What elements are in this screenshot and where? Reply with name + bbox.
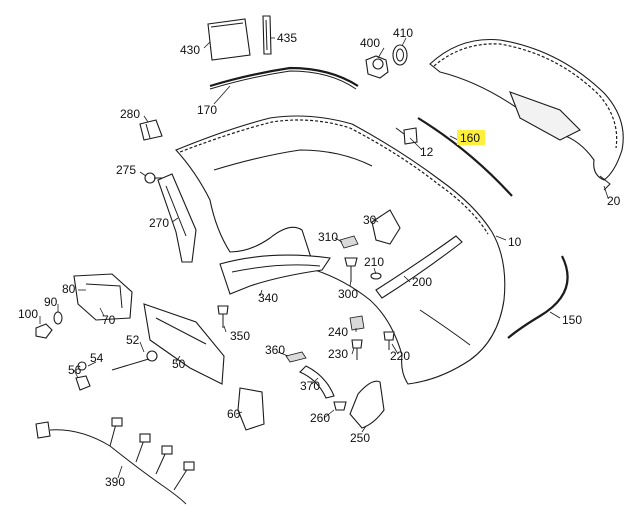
part-400-sensor [365,55,389,79]
part-30-bracket [371,209,401,245]
callout-390: 390 [105,475,125,489]
callout-310: 310 [318,230,338,244]
part-170-trim-strip [209,66,359,88]
part-100-nut [35,323,53,339]
part-12-clip [395,127,418,145]
callout-90: 90 [44,295,58,309]
callout-160-highlight [457,130,485,145]
callout-220: 220 [390,349,410,363]
callout-340: 340 [258,291,278,305]
part-270-side-bracket [157,173,197,263]
callout-275: 275 [116,163,136,177]
callout-52: 52 [126,333,140,347]
part-50-bracket [143,303,225,385]
callout-80: 80 [62,282,76,296]
callout-430: 430 [180,43,200,57]
callout-435: 435 [277,31,297,45]
callout-300: 300 [338,287,358,301]
part-260-screw [333,401,347,411]
callout-200: 200 [412,275,432,289]
callout-370: 370 [300,379,320,393]
callout-labels: 430 435 400 410 170 280 160 12 275 20 27… [18,26,621,489]
part-435-clip [262,15,272,55]
part-410-ring [392,44,408,66]
part-250-cover [349,380,385,429]
part-370-trim [299,365,335,399]
part-10-bumper-cover [175,115,506,385]
callout-10: 10 [508,235,522,249]
callout-270: 270 [149,216,169,230]
callout-54: 54 [90,351,104,365]
part-70-absorber [73,273,133,321]
callout-12: 12 [420,145,434,159]
callout-60: 60 [227,407,241,421]
callout-150: 150 [562,313,582,327]
part-160-trim-strip [417,117,513,197]
callout-70: 70 [102,313,116,327]
part-150-side-strip [507,255,569,339]
callout-50: 50 [172,357,186,371]
callout-160: 160 [460,131,480,145]
part-54-washer [77,361,87,371]
part-230-screw [351,339,363,360]
leader-lines [39,37,609,479]
callout-170: 170 [197,103,217,117]
part-280-clip [139,119,163,141]
callout-30: 30 [363,213,377,227]
callout-350: 350 [230,329,250,343]
part-310-clip-nut [339,235,359,249]
part-360-clip [285,351,307,363]
part-430-plate [207,18,251,61]
part-56-nut [75,375,91,391]
part-240-clip [349,315,365,331]
part-350-screw [217,305,229,328]
callout-400: 400 [360,36,380,50]
callout-280: 280 [120,107,140,121]
callout-230: 230 [328,347,348,361]
part-390-wiring-harness [35,417,195,505]
callout-20: 20 [607,194,621,208]
part-90-washer [53,311,63,325]
callout-100: 100 [18,307,38,321]
callout-240: 240 [328,325,348,339]
part-52-bolt [111,350,158,371]
callout-250: 250 [350,431,370,445]
callout-260: 260 [310,411,330,425]
part-340-lower-panel [219,254,331,295]
part-20-diffuser [429,38,624,191]
part-220-screw [383,331,395,350]
part-275-screw [144,172,168,184]
callout-210: 210 [364,255,384,269]
part-60-bracket [237,387,265,431]
callout-410: 410 [393,26,413,40]
part-300-screw [344,257,358,282]
callout-360: 360 [265,343,285,357]
callout-56: 56 [68,363,82,377]
part-200-reflector-strip [375,235,463,299]
